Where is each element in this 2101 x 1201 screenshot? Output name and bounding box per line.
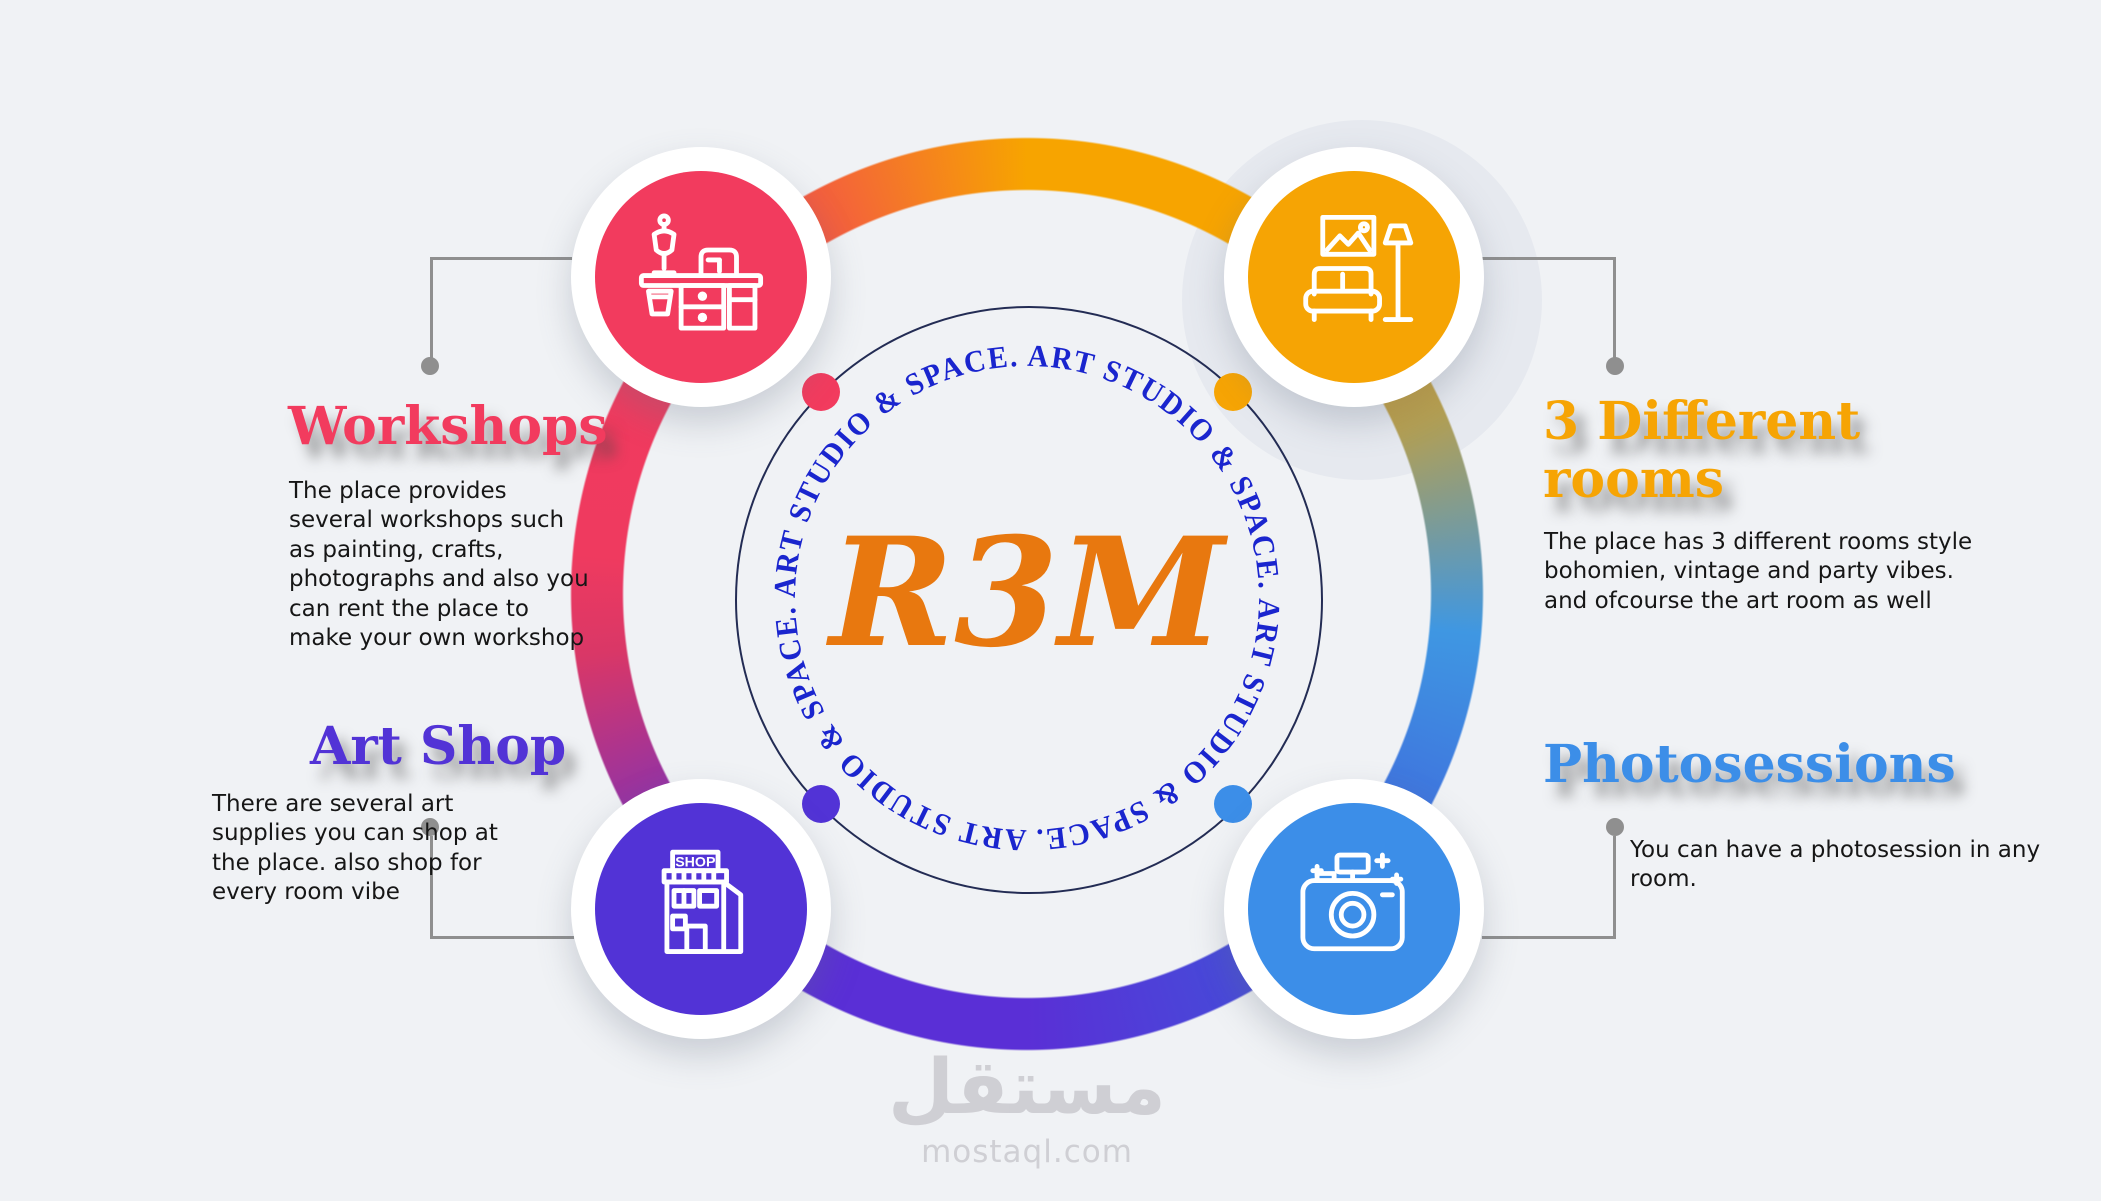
- artshop-description: There are several art supplies you can s…: [212, 791, 498, 906]
- connector-line-artshop-h: [430, 936, 574, 939]
- shop-sign-text: SHOP: [675, 854, 715, 870]
- connector-dot-rooms: [1606, 357, 1624, 375]
- rooms-node-circle: [1248, 171, 1460, 383]
- workshops-title: Workshops: [288, 396, 608, 457]
- ring-dot-orange: [1214, 373, 1252, 411]
- connector-dot-photo: [1606, 818, 1624, 836]
- brand-logo: R3M: [829, 504, 1225, 681]
- center-circle-outline: [735, 306, 1323, 894]
- photosessions-title: Photosessions: [1543, 734, 1956, 795]
- mostaql-watermark-url: mostaql.com: [921, 1134, 1133, 1170]
- workshops-description: The place provides several workshops suc…: [289, 478, 589, 652]
- connector-line-artshop-v: [430, 836, 433, 936]
- workshops-node-circle: [595, 171, 807, 383]
- connector-line-workshops-h: [430, 257, 572, 260]
- connector-line-rooms-v: [1613, 257, 1616, 359]
- rooms-title: 3 Different rooms: [1543, 391, 1861, 511]
- sewing-workshop-icon: [638, 213, 764, 331]
- rooms-node: [1224, 147, 1484, 407]
- shop-icon: SHOP: [661, 849, 744, 955]
- artshop-node-circle: SHOP: [595, 803, 807, 1015]
- living-room-icon: [1303, 214, 1414, 323]
- camera-icon: [1300, 852, 1405, 952]
- connector-line-rooms-h: [1482, 257, 1616, 260]
- photosessions-node: [1224, 779, 1484, 1039]
- ring-dot-purple: [802, 785, 840, 823]
- workshops-node: [571, 147, 831, 407]
- ring-dot-pink: [802, 373, 840, 411]
- connector-line-photo-h: [1482, 936, 1616, 939]
- connector-dot-artshop: [421, 818, 439, 836]
- ring-dot-blue: [1214, 785, 1252, 823]
- mostaql-watermark-logo: مستقل: [888, 1042, 1166, 1131]
- rooms-description: The place has 3 different rooms style bo…: [1544, 529, 1973, 614]
- connector-line-workshops-v: [430, 257, 433, 359]
- connector-line-photo-v: [1613, 836, 1616, 936]
- artshop-title: Art Shop: [310, 716, 567, 777]
- circular-brand-text: ART STUDIO & SPACE. ART STUDIO & SPACE. …: [767, 338, 1286, 859]
- connector-dot-workshops: [421, 357, 439, 375]
- artshop-node: SHOP: [571, 779, 831, 1039]
- photosessions-node-circle: [1248, 803, 1460, 1015]
- photosessions-description: You can have a photosession in any room.: [1630, 837, 2041, 893]
